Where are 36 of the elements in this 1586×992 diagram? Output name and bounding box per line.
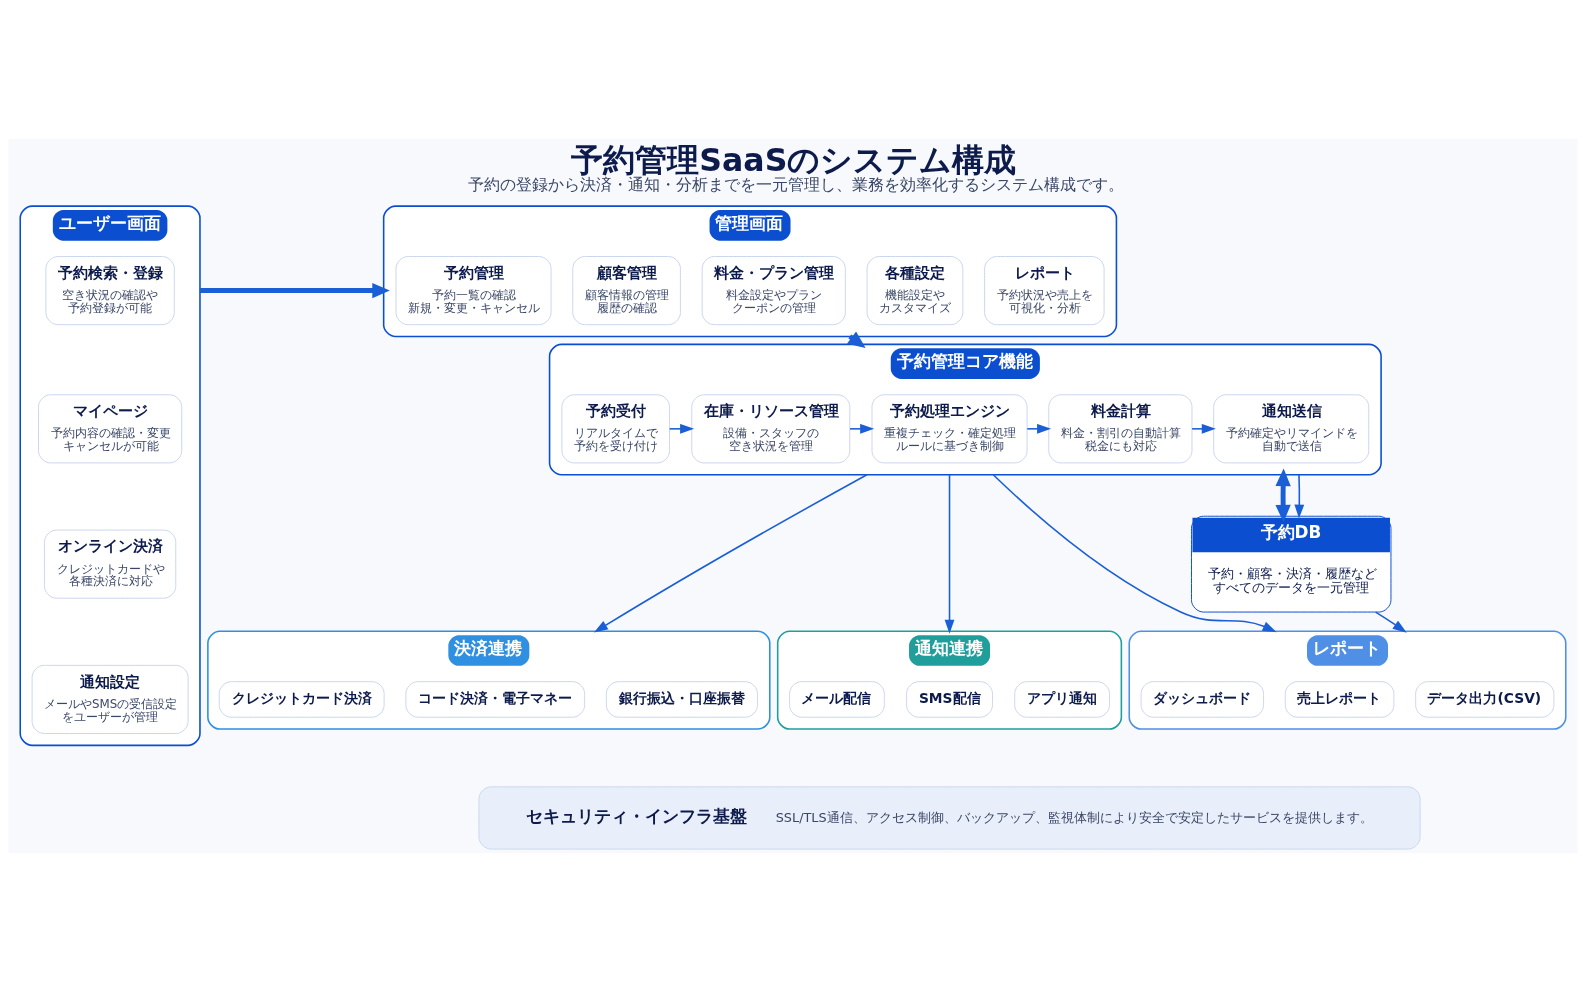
node-box: セキュリティ・インフラ基盤 SSL/TLS通信、アクセス制御、バックアップ、監視体制により安全で安定したサービスを提供します。 — [478, 786, 1421, 850]
node-box: 予約受付 リアルタイムで予約を受け付け — [561, 394, 671, 464]
arrow — [1191, 423, 1216, 434]
node-box: 料金計算 料金・割引の自動計算税金にも対応 — [1048, 394, 1193, 464]
arrow — [992, 473, 1277, 633]
node-box: 通知送信 予約確定やリマインドを自動で送信 — [1213, 394, 1370, 464]
arrow — [668, 423, 695, 434]
node-box: 各種設定 機能設定やカスタマイズ — [866, 256, 964, 326]
node-box: 銀行振込・口座振替 — [605, 681, 758, 718]
arrow — [593, 473, 868, 633]
node-box: オンライン決済 クレジットカードや各種決済に対応 — [43, 529, 177, 599]
arrow — [944, 473, 955, 634]
arrow — [1294, 473, 1305, 519]
node-box: クレジットカード決済 — [218, 681, 385, 718]
node-box: 在庫・リソース管理 設備・スタッフの空き状況を管理 — [691, 394, 851, 464]
arrow — [1026, 423, 1052, 434]
node-box: アプリ通知 — [1014, 681, 1110, 718]
node-box: マイページ 予約内容の確認・変更キャンセルが可能 — [38, 394, 183, 464]
arrow — [849, 423, 875, 434]
node-box: 予約管理 予約一覧の確認新規・変更・キャンセル — [395, 256, 552, 326]
node-box: ダッシュボード — [1140, 681, 1265, 718]
node-box: メール配信 — [789, 681, 885, 718]
caption: 予約の登録から決済・通知・分析までを一元管理し、業務を効率化するシステム構成です。 — [468, 175, 1125, 195]
node-box: 顧客管理 顧客情報の管理履歴の確認 — [572, 256, 681, 326]
node-box: レポート 予約状況や売上を可視化・分析 — [984, 256, 1105, 326]
arrow — [1374, 611, 1407, 633]
node-box: 予約検索・登録 空き状況の確認や予約登録が可能 — [45, 256, 175, 326]
node-box: SMS配信 — [906, 681, 993, 718]
node-box: 予約処理エンジン 重複チェック・確定処理ルールに基づき制御 — [871, 394, 1028, 464]
node-box: 料金・プラン管理 料金設定やプランクーポンの管理 — [701, 256, 846, 326]
node-box: コード決済・電子マネー — [405, 681, 586, 718]
node-box: 通知設定 メールやSMSの受信設定をユーザーが管理 — [31, 664, 189, 734]
arrow — [200, 282, 390, 299]
arrow — [1275, 468, 1291, 523]
node-box: データ出力(CSV) — [1415, 681, 1555, 718]
node-box: 売上レポート — [1284, 681, 1395, 718]
